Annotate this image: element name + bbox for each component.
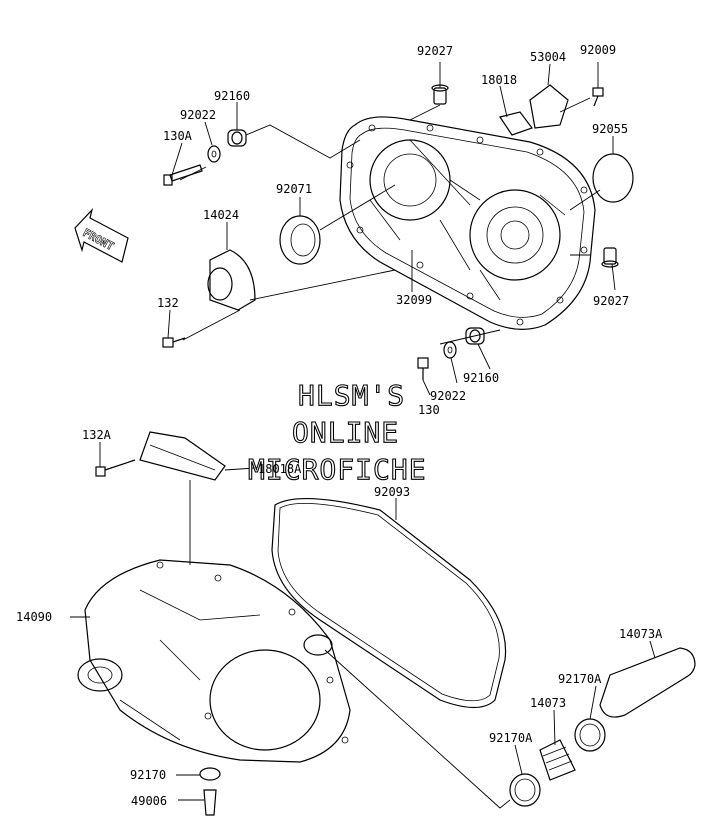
part-label-92170A-lower[interactable]: 92170A (489, 731, 533, 745)
part-label-132A[interactable]: 132A (82, 428, 112, 442)
gasket-92093[interactable] (271, 497, 507, 709)
bolt-130[interactable] (417, 357, 429, 380)
part-label-32099[interactable]: 32099 (396, 293, 432, 307)
part-label-14024[interactable]: 14024 (203, 208, 239, 222)
plate-18018[interactable] (499, 111, 533, 136)
screw-92009[interactable] (592, 87, 604, 107)
inner-cover-14090[interactable] (77, 559, 351, 763)
bolt-132A[interactable] (95, 459, 136, 477)
part-label-92160-top[interactable]: 92160 (214, 89, 250, 103)
part-label-14090[interactable]: 14090 (16, 610, 52, 624)
part-label-92027-right[interactable]: 92027 (593, 294, 629, 308)
cap-14024[interactable] (207, 249, 256, 311)
bolt-130A[interactable] (163, 164, 203, 186)
oil-seal-92071[interactable] (279, 215, 321, 265)
part-label-14073[interactable]: 14073 (530, 696, 566, 710)
o-ring-92055[interactable] (592, 153, 634, 203)
clamp-92170A-lower[interactable] (509, 773, 541, 807)
part-label-92022-top[interactable]: 92022 (180, 108, 216, 122)
part-label-18018[interactable]: 18018 (481, 73, 517, 87)
damper-92160-top[interactable] (227, 129, 247, 147)
watermark-line-1: HLSM'S (298, 379, 405, 412)
bolt-92027-right[interactable] (601, 247, 619, 268)
part-label-92055[interactable]: 92055 (592, 122, 628, 136)
front-direction-arrow: FRONT (74, 207, 129, 263)
part-label-92160-bottom[interactable]: 92160 (463, 371, 499, 385)
watermark-line-2: ONLINE (292, 416, 399, 449)
watermark: HLSM'S ONLINE MICROFICHE (247, 378, 427, 486)
plate-18018A[interactable] (139, 431, 226, 481)
part-label-14073A[interactable]: 14073A (619, 627, 663, 641)
part-labels: 92027 53004 92009 18018 92160 92022 130A… (16, 43, 663, 808)
part-label-92071[interactable]: 92071 (276, 182, 312, 196)
bracket-53004[interactable] (529, 84, 569, 129)
part-label-132[interactable]: 132 (157, 296, 179, 310)
part-label-92009[interactable]: 92009 (580, 43, 616, 57)
duct-14073[interactable] (539, 739, 576, 781)
leader-lines (70, 62, 656, 809)
watermark-line-3: MICROFICHE (248, 453, 427, 486)
part-label-130[interactable]: 130 (418, 403, 440, 417)
part-label-130A[interactable]: 130A (163, 129, 193, 143)
clamp-92170A-upper[interactable] (574, 718, 606, 752)
part-label-18018A[interactable]: 18018A (258, 462, 302, 476)
part-label-92170A-upper[interactable]: 92170A (558, 672, 602, 686)
part-label-49006[interactable]: 49006 (131, 794, 167, 808)
clamp-92170[interactable] (199, 767, 221, 781)
drain-49006[interactable] (203, 789, 217, 816)
part-label-92022-bottom[interactable]: 92022 (430, 389, 466, 403)
duct-14073A[interactable] (599, 647, 696, 718)
washer-92022-bottom[interactable] (443, 341, 457, 359)
part-label-53004[interactable]: 53004 (530, 50, 566, 64)
part-label-92170[interactable]: 92170 (130, 768, 166, 782)
outer-cover-32099[interactable] (339, 116, 596, 330)
washer-92022-top[interactable] (207, 145, 221, 163)
damper-92160-bottom[interactable] (465, 327, 485, 345)
part-label-92093[interactable]: 92093 (374, 485, 410, 499)
part-label-92027-top[interactable]: 92027 (417, 44, 453, 58)
bolt-132[interactable] (162, 337, 186, 348)
